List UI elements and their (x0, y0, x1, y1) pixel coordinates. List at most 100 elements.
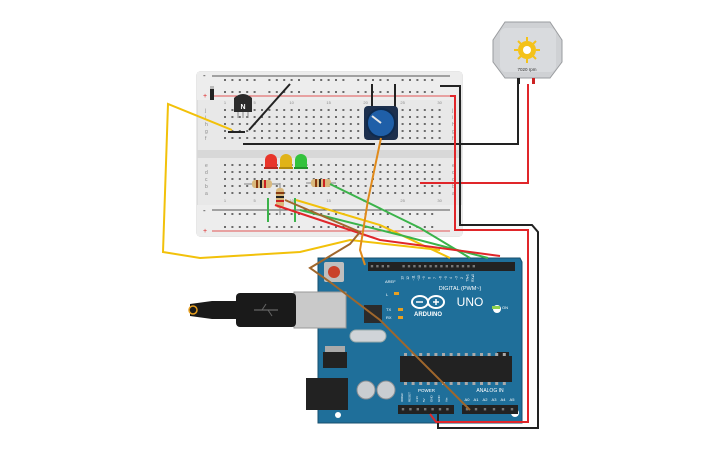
analog-label: ANALOG IN (476, 388, 504, 394)
row-letter: i (452, 115, 453, 121)
npn-transistor[interactable]: N (234, 94, 252, 118)
crystal-oscillator (349, 329, 387, 343)
power-pin[interactable] (424, 408, 427, 411)
jumper-wire-black-diag[interactable] (248, 83, 291, 131)
row-letter: j (204, 108, 206, 114)
power-pin-label: 3.3V (415, 396, 419, 402)
digital-pin[interactable] (418, 265, 421, 268)
resistor-1[interactable] (244, 180, 280, 188)
analog-pin[interactable] (474, 408, 478, 411)
wire-black-motor[interactable] (380, 84, 519, 145)
analog-pin[interactable] (483, 408, 487, 411)
digital-pin[interactable] (402, 265, 405, 268)
analog-pin[interactable] (510, 408, 514, 411)
wire-yellow-long[interactable] (161, 102, 441, 260)
aref-label: AREF (385, 279, 396, 284)
column-number: 10 (289, 198, 294, 203)
row-letter: d (205, 170, 208, 176)
digital-pin[interactable] (445, 265, 448, 268)
l-led-label: L (386, 292, 389, 297)
power-pin[interactable] (409, 408, 412, 411)
dc-motor[interactable]: 7020 rpm (492, 21, 563, 84)
tx-label: TX (386, 307, 391, 312)
power-pin[interactable] (431, 408, 434, 411)
digital-pin-label: 8 (428, 277, 432, 279)
power-pin[interactable] (438, 408, 442, 411)
usb-cable[interactable] (188, 293, 296, 327)
mounting-hole (335, 412, 341, 418)
wire-red-power[interactable] (429, 95, 529, 423)
wire-orange-pot[interactable] (358, 137, 382, 266)
digital-pin-label: 12 (406, 276, 410, 280)
header-pin[interactable] (387, 265, 390, 268)
digital-pin-label: 13 (401, 276, 405, 280)
row-letter: d (452, 170, 455, 176)
digital-pin[interactable] (429, 265, 432, 268)
digital-pin[interactable] (413, 265, 416, 268)
resistor-3[interactable] (306, 179, 336, 187)
potentiometer[interactable] (364, 106, 398, 140)
digital-pin-label: 4 (449, 277, 453, 279)
arduino-brand: ARDUINO (414, 312, 442, 318)
row-letter: a (452, 191, 455, 197)
analog-pin[interactable] (501, 408, 505, 411)
led-yellow[interactable] (279, 154, 293, 169)
row-letter: h (205, 122, 208, 128)
column-number: 30 (437, 198, 442, 203)
analog-pin[interactable] (492, 408, 496, 411)
digital-pin[interactable] (456, 265, 459, 268)
usb-port[interactable] (293, 291, 347, 329)
power-pin-label: 5V (422, 398, 426, 402)
digital-pin-label: RX◂0 (471, 274, 475, 282)
row-letter: f (205, 136, 207, 142)
power-pin[interactable] (416, 408, 419, 411)
digital-pin[interactable] (440, 265, 443, 268)
column-number: 25 (400, 198, 405, 203)
digital-pin[interactable] (472, 265, 475, 268)
digital-pin[interactable] (461, 265, 465, 268)
wire-brown-analog[interactable] (284, 199, 471, 411)
digital-pin[interactable] (407, 265, 411, 268)
power-pin[interactable] (446, 408, 449, 411)
led-red[interactable] (264, 154, 278, 169)
digital-pin[interactable] (467, 265, 470, 268)
capacitor-1 (356, 380, 376, 400)
row-letter: i (205, 115, 206, 121)
column-number: 15 (326, 198, 331, 203)
digital-pin-label: 2 (460, 277, 464, 279)
digital-pin-label: 7 (433, 277, 437, 279)
digital-pin[interactable] (451, 265, 454, 268)
resistor-2[interactable] (276, 183, 284, 215)
rail-plus-label: + (203, 93, 207, 100)
header-pin[interactable] (381, 265, 384, 268)
dc-power-jack[interactable] (306, 378, 348, 410)
power-pin-label: RESET (407, 392, 411, 402)
rail-minus-label-bottom: - (203, 206, 206, 215)
row-letter: b (452, 184, 455, 190)
header-pin[interactable] (370, 265, 374, 268)
digital-pin-label: ~6 (438, 276, 442, 280)
center-channel (197, 150, 462, 158)
power-pin[interactable] (401, 408, 405, 411)
digital-pin[interactable] (424, 265, 427, 268)
led-green[interactable] (294, 154, 308, 169)
wire-black-ground[interactable] (437, 85, 539, 429)
digital-pin[interactable] (434, 265, 438, 268)
analog-pin-label: A5 (510, 397, 516, 402)
power-pin-label: GND (430, 395, 434, 403)
wire-red-digital[interactable] (274, 204, 501, 257)
analog-pin[interactable] (465, 408, 469, 411)
diode[interactable] (210, 86, 214, 100)
analog-pin-label: A4 (501, 397, 507, 402)
column-number: 1 (224, 100, 227, 105)
header-pin[interactable] (376, 265, 379, 268)
column-number: 30 (437, 100, 442, 105)
digital-pin-label: ~11 (411, 275, 415, 280)
digital-pin-label: ~9 (422, 276, 426, 280)
arduino-logo-icon (411, 295, 445, 309)
row-letter: h (452, 122, 455, 128)
